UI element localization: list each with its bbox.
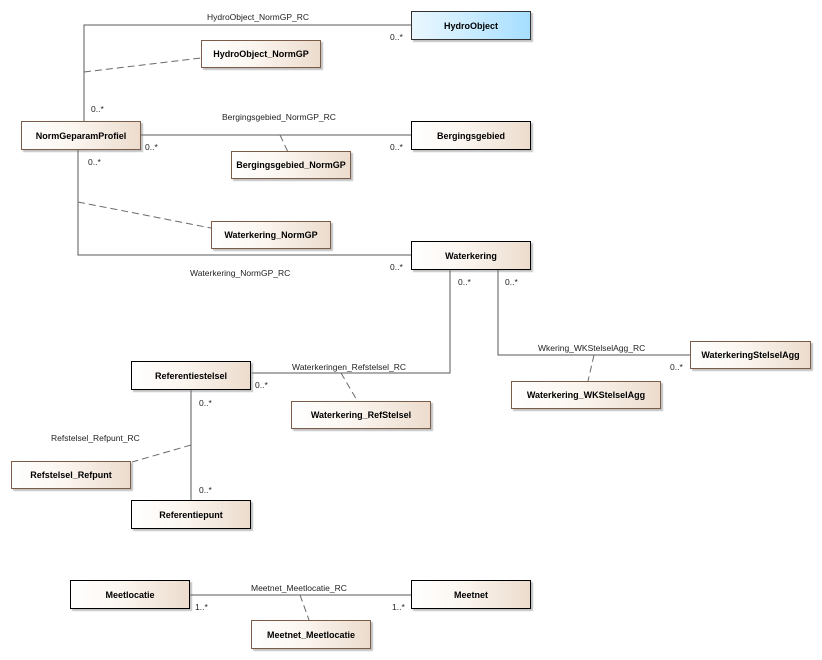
multiplicity-referentiestelsel-right: 0..* [255,380,268,390]
class-hydroobject-normgp[interactable]: HydroObject_NormGP [201,40,321,68]
assocclass-link-refstelsel [340,372,359,403]
assocclass-link-wkstelselagg [587,354,595,382]
multiplicity-normgeparamprofiel-right: 0..* [145,142,158,152]
class-meetlocatie[interactable]: Meetlocatie [70,580,190,609]
class-normgeparamprofiel[interactable]: NormGeparamProfiel [21,121,141,150]
class-referentiestelsel[interactable]: Referentiestelsel [131,361,251,390]
assocclass-link-hydroobject [83,57,202,73]
class-hydroobject[interactable]: HydroObject [411,11,531,40]
multiplicity-referentiepunt: 0..* [199,485,212,495]
assoc-label-bergingsgebied-normgp-rc: Bergingsgebied_NormGP_RC [222,112,336,122]
class-waterkeringstelselagg[interactable]: WaterkeringStelselAgg [690,341,811,369]
class-meetnet-meetlocatie[interactable]: Meetnet_Meetlocatie [251,620,371,649]
multiplicity-bergingsgebied: 0..* [390,142,403,152]
assoc-label-meetnet-meetlocatie-rc: Meetnet_Meetlocatie_RC [251,583,347,593]
assoc-line-waterkering-normgp [77,150,411,256]
assoc-label-wkering-wkstelselagg-rc: Wkering_WKStelselAgg_RC [538,343,646,353]
multiplicity-normgeparamprofiel-top: 0..* [91,104,104,114]
assoc-label-waterkering-normgp-rc: Waterkering_NormGP_RC [190,268,291,278]
class-meetnet[interactable]: Meetnet [411,580,531,609]
multiplicity-hydroobject: 0..* [390,32,403,42]
assoc-label-hydroobject-normgp-rc: HydroObject_NormGP_RC [207,12,310,22]
class-waterkering-refstelsel[interactable]: Waterkering_RefStelsel [291,401,431,429]
class-waterkering[interactable]: Waterkering [411,241,531,270]
class-refstelsel-refpunt[interactable]: Refstelsel_Refpunt [11,461,131,489]
class-bergingsgebied[interactable]: Bergingsgebied [411,121,531,150]
multiplicity-waterkeringstelselagg: 0..* [670,362,683,372]
assoc-label-refstelsel-refpunt-rc: Refstelsel_Refpunt_RC [51,433,140,443]
class-bergingsgebied-normgp[interactable]: Bergingsgebied_NormGP [231,151,351,179]
assocclass-link-waterkering-normgp [77,201,212,229]
multiplicity-meetlocatie: 1..* [195,602,208,612]
assoc-line-wkstelselagg [497,270,690,356]
multiplicity-normgeparamprofiel-bottom: 0..* [88,157,101,167]
multiplicity-waterkering-left: 0..* [390,262,403,272]
assocclass-link-meetnet [299,594,310,621]
class-waterkering-normgp[interactable]: Waterkering_NormGP [211,221,331,249]
assocclass-link-refpunt [131,444,192,463]
assocclass-link-bergingsgebied [279,134,289,153]
assoc-line-waterkering-refstelsel [252,270,451,374]
class-referentiepunt[interactable]: Referentiepunt [131,500,251,529]
class-waterkering-wkstelselagg[interactable]: Waterkering_WKStelselAgg [511,381,661,409]
multiplicity-referentiestelsel-bottom: 0..* [199,398,212,408]
assoc-label-waterkeringen-refstelsel-rc: Waterkeringen_Refstelsel_RC [292,362,407,372]
multiplicity-meetnet: 1..* [392,602,405,612]
multiplicity-waterkering-bottom-right: 0..* [505,277,518,287]
multiplicity-waterkering-bottom-left: 0..* [458,277,471,287]
assoc-line-hydroobject [83,24,411,121]
